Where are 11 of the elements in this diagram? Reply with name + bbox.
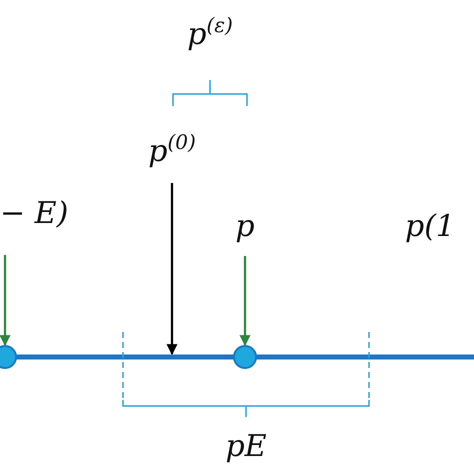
math-label: p: [235, 210, 255, 244]
math-label: p(1: [405, 210, 455, 244]
math-label: − E): [0, 197, 68, 231]
math-label: p$^{(0)}$: [148, 135, 196, 171]
point-marker: [233, 345, 257, 369]
math-label: pE: [225, 430, 267, 464]
arrow: [0, 255, 10, 346]
math-label: p$^{(ε)}$: [187, 18, 233, 54]
arrow: [240, 256, 250, 346]
point-marker: [0, 345, 17, 369]
arrow: [166, 183, 178, 356]
